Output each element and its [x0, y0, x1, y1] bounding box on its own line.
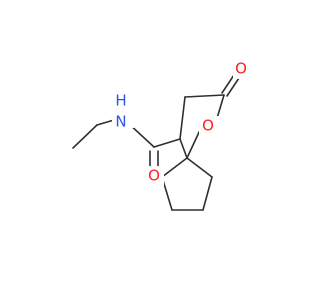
molecule-structure: N H O O O	[72, 59, 253, 211]
ring-oxygen-background	[199, 116, 219, 136]
nitrogen-atom-label: N	[115, 113, 126, 131]
molecule-diagram: N H O O O	[72, 59, 253, 211]
hydrogen-on-nitrogen-label: H	[115, 92, 126, 110]
atom-label-layer: N H O O O	[112, 59, 253, 186]
lactone-carbonyl-oxygen-label: O	[235, 60, 247, 78]
amide-carbonyl-oxygen-background	[144, 166, 164, 186]
lactone-carbonyl-oxygen-background	[233, 59, 253, 79]
bond-cyclopentane-4	[202, 176, 213, 211]
bond-cyclopentane-5	[186, 157, 213, 178]
amide-carbonyl-oxygen-label: O	[148, 167, 160, 185]
bond-layer	[72, 71, 242, 211]
bond-ethyl-c2-n	[96, 119, 115, 126]
bond-lactone-ch2-carbonyl	[184, 94, 225, 98]
bond-lactone-alpha-ch2	[179, 96, 186, 140]
bond-cyclopentane-1	[161, 157, 188, 178]
ring-oxygen-label: O	[202, 117, 214, 135]
bond-spiro-carbon-alpha-carbon	[179, 138, 188, 159]
bond-ethyl-c1-c2	[72, 124, 98, 149]
bond-lactone-oxygen-spiro-carbon	[186, 127, 202, 159]
nh-label-background	[112, 90, 134, 128]
bond-amide-carbon-alpha-carbon	[153, 138, 181, 148]
